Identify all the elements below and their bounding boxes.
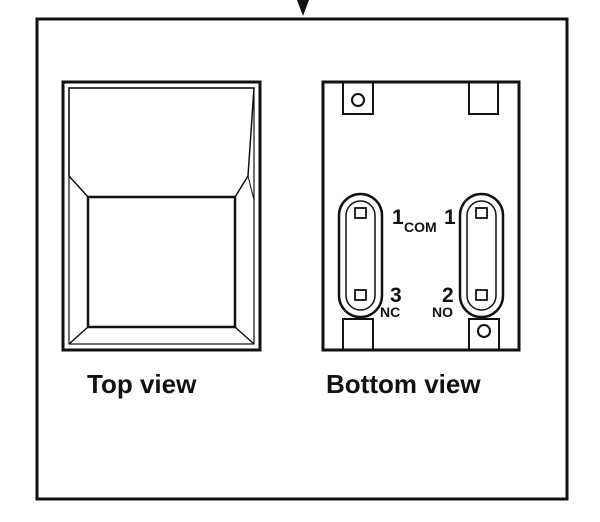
top-view-corner-br [234,326,255,345]
pin-slot-right-outer [458,192,505,319]
bottom-view-outline [321,80,521,352]
bottom-view-caption: Bottom view [326,369,481,399]
top-view-corner-bl [68,326,89,345]
top-view-upper-face [68,87,255,198]
pin-right-top [475,207,488,219]
pin-label-com-right-number: 1 [444,206,456,229]
mount-tab-top-left [342,81,374,115]
bottom-view-relay [321,80,521,352]
pin-slot-left-inner [345,200,376,311]
top-view-relay [61,80,262,352]
pin-label-com-left-number: 1 [392,206,404,229]
pin-label-no: NO [432,304,453,320]
mount-tab-bottom-right [468,318,500,351]
mount-hole-bottom-right [477,324,491,338]
pin-slot-left-outer [337,192,384,319]
pin-right-bottom [475,289,488,301]
top-view-outline [61,80,262,352]
mount-tab-bottom-left [342,318,374,351]
top-view-inner-border [68,87,255,345]
top-view-window [86,195,237,329]
pin-label-no-number: 2 [442,284,454,307]
top-view-edge-r [247,175,255,201]
mount-hole-top-left [351,93,365,107]
pin-label-nc: NC [380,304,400,320]
arrow-tip [297,0,309,16]
pin-left-bottom [354,289,367,301]
pin-label-com: COM [404,219,437,235]
pin-left-top [354,207,367,219]
top-view-caption: Top view [87,369,197,399]
mount-tab-top-right [468,81,499,115]
outer-frame [35,17,569,501]
pin-label-nc-number: 3 [390,284,402,307]
pin-slot-right-inner [466,200,497,311]
